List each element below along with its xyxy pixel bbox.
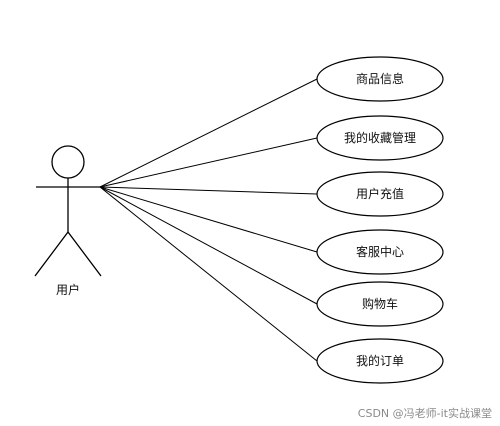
use-case-label: 商品信息 bbox=[356, 71, 404, 86]
actor: 用户 bbox=[34, 145, 102, 297]
actor-left-leg bbox=[34, 231, 69, 277]
association-line-2 bbox=[99, 137, 318, 188]
use-case-ellipse bbox=[316, 281, 444, 327]
watermark-text: CSDN @冯老师-it实战课堂 bbox=[358, 406, 492, 420]
use-case-5: 购物车 bbox=[316, 281, 444, 327]
use-case-label: 购物车 bbox=[362, 296, 398, 311]
actor-head bbox=[51, 145, 85, 179]
use-case-3: 用户充值 bbox=[316, 171, 444, 217]
use-case-ellipse bbox=[316, 171, 444, 217]
use-case-1: 商品信息 bbox=[316, 56, 444, 102]
use-case-ellipse bbox=[316, 56, 444, 102]
association-line-1 bbox=[99, 78, 318, 188]
association-lines bbox=[99, 78, 318, 362]
use-case-4: 客服中心 bbox=[316, 229, 444, 275]
association-line-4 bbox=[99, 186, 318, 253]
association-line-6 bbox=[99, 186, 318, 362]
actor-right-leg bbox=[67, 231, 102, 277]
association-line-5 bbox=[99, 186, 318, 305]
use-case-2: 我的收藏管理 bbox=[316, 115, 444, 161]
use-case-label: 客服中心 bbox=[356, 244, 404, 259]
use-case-label: 我的订单 bbox=[356, 353, 404, 368]
use-case-6: 我的订单 bbox=[316, 338, 444, 384]
use-case-ellipse bbox=[316, 229, 444, 275]
stick-figure-icon bbox=[34, 145, 102, 277]
association-line-3 bbox=[99, 186, 318, 195]
use-cases: 商品信息 我的收藏管理 用户充值 客服中心 购物车 我的订单 bbox=[316, 56, 444, 384]
use-case-ellipse bbox=[316, 115, 444, 161]
use-case-label: 用户充值 bbox=[356, 186, 404, 201]
actor-label: 用户 bbox=[56, 282, 80, 297]
use-case-label: 我的收藏管理 bbox=[344, 130, 416, 145]
use-case-ellipse bbox=[316, 338, 444, 384]
